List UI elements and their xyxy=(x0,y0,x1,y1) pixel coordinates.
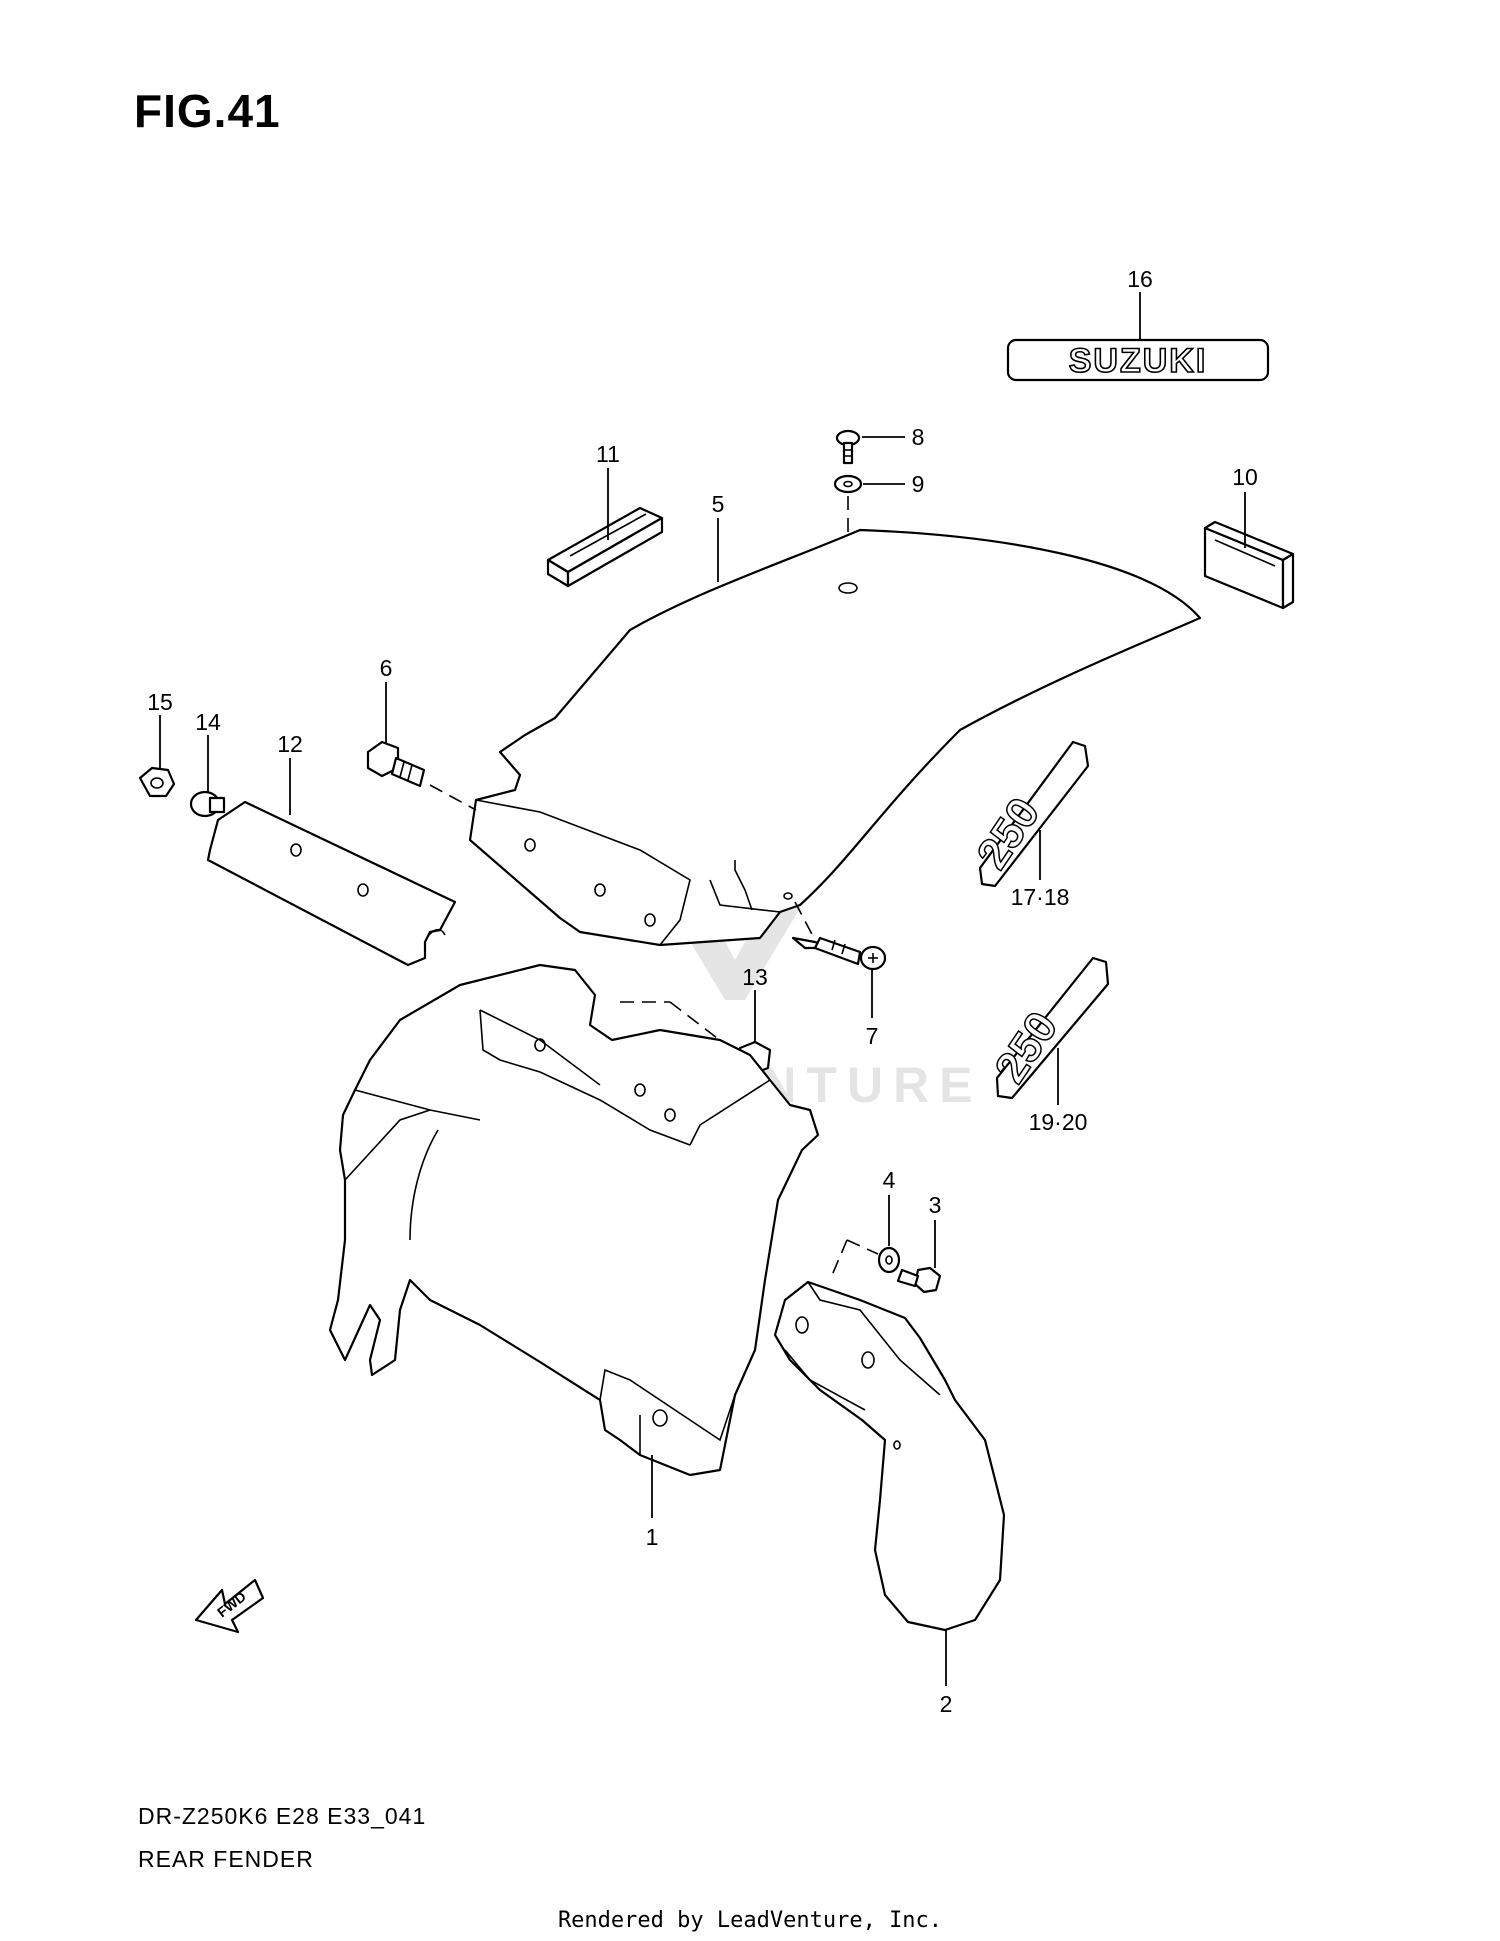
part-9-washer xyxy=(833,474,863,494)
part-5-rear-fender-top xyxy=(468,528,1202,947)
fwd-arrow: FWD xyxy=(194,1578,265,1634)
part-2-side-guard xyxy=(773,1280,1006,1632)
section-name: REAR FENDER xyxy=(138,1846,314,1872)
callout-19-20: 19·20 xyxy=(1029,1109,1088,1135)
callout-5: 5 xyxy=(712,491,725,517)
callout-12: 12 xyxy=(277,731,303,757)
callout-1: 1 xyxy=(646,1524,659,1550)
part-7-screw xyxy=(791,936,887,971)
callout-4: 4 xyxy=(883,1167,896,1193)
part-10-pad xyxy=(1203,520,1295,610)
part-15-nut xyxy=(138,766,176,798)
callout-2: 2 xyxy=(940,1691,953,1717)
part-17-18-decal: 250 xyxy=(967,740,1090,888)
part-19-20-decal: 250 xyxy=(985,956,1110,1100)
callout-9: 9 xyxy=(912,471,925,497)
callout-14: 14 xyxy=(195,709,221,735)
model-code: DR-Z250K6 E28 E33_041 xyxy=(138,1803,427,1829)
part-12-plate xyxy=(206,800,457,967)
part-3-bolt xyxy=(896,1266,942,1294)
callout-13: 13 xyxy=(742,964,768,990)
suzuki-emblem-text: SUZUKI xyxy=(1069,342,1208,380)
callout-6: 6 xyxy=(380,655,393,681)
callout-17-18: 17·18 xyxy=(1011,884,1070,910)
callout-3: 3 xyxy=(929,1192,942,1218)
callout-11: 11 xyxy=(596,441,620,467)
callout-16: 16 xyxy=(1127,266,1153,292)
part-4-washer xyxy=(877,1246,901,1274)
part-8-bolt xyxy=(835,429,861,465)
part-6-bolt xyxy=(366,740,426,788)
part-1-rear-fender xyxy=(328,963,820,1477)
part-11-pad xyxy=(546,506,664,588)
callout-15: 15 xyxy=(147,689,173,715)
callout-7: 7 xyxy=(866,1023,879,1049)
part-14-grommet xyxy=(189,790,226,818)
callout-8: 8 xyxy=(912,424,925,450)
part-16-suzuki-emblem: SUZUKI xyxy=(1006,338,1270,382)
rendered-by-credit: Rendered by LeadVenture, Inc. xyxy=(557,1908,943,1933)
figure-title: FIG.41 xyxy=(134,85,281,137)
callout-10: 10 xyxy=(1232,464,1258,490)
